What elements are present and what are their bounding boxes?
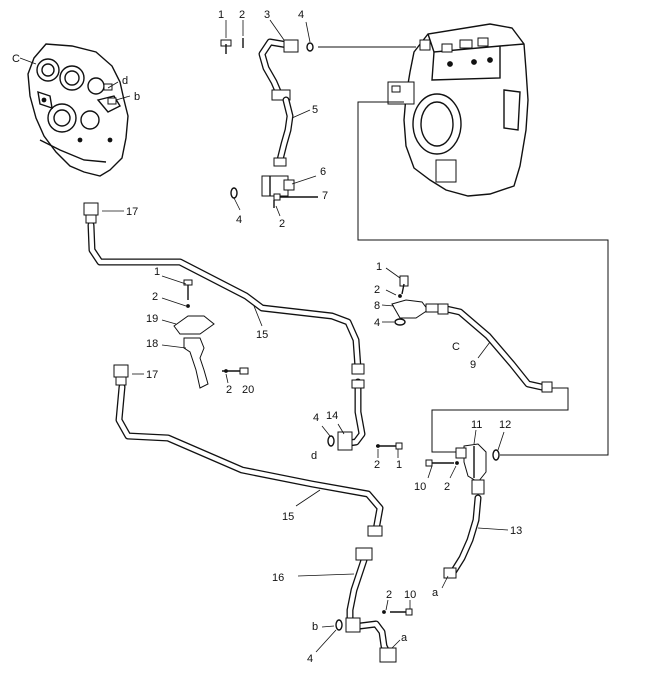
callout-17-b: 17 (146, 369, 158, 381)
callout-16: 16 (272, 572, 284, 584)
callout-2-valve: 2 (444, 481, 450, 493)
washer-2-right (398, 294, 402, 298)
callout-6: 6 (320, 166, 326, 178)
oring-4-right (394, 318, 406, 326)
clamp-assembly (173, 279, 215, 389)
callout-4-bottom: 4 (307, 653, 313, 665)
callout-1-left: 1 (154, 266, 160, 278)
callout-5: 5 (312, 104, 318, 116)
callout-19: 19 (146, 313, 158, 325)
callout-3: 3 (264, 9, 270, 21)
callout-11: 11 (471, 419, 482, 431)
callout-a-bottom: a (401, 632, 408, 644)
transmission-housing-right (387, 23, 529, 197)
pipe-3 (258, 38, 299, 101)
callout-13: 13 (510, 525, 522, 537)
callout-10-b: 10 (404, 589, 416, 601)
valve-11 (455, 443, 487, 495)
flange-8 (391, 299, 439, 319)
callout-4-right: 4 (374, 317, 380, 329)
callout-2-bottom: 2 (386, 589, 392, 601)
bolt-1-top (220, 39, 232, 54)
callout-2-right: 2 (374, 284, 380, 296)
callout-2-top: 2 (239, 9, 245, 21)
callout-d-lower: d (311, 450, 317, 462)
route-line-tube9 (431, 387, 569, 453)
transmission-housing-left (27, 43, 129, 177)
callout-1-right: 1 (376, 261, 382, 273)
callout-18: 18 (146, 338, 158, 350)
callout-1-top: 1 (218, 9, 224, 21)
callout-9: 9 (470, 359, 476, 371)
washer-2-bottom (382, 610, 386, 614)
callout-8: 8 (374, 300, 380, 312)
callout-12: 12 (499, 419, 511, 431)
callout-2-lower: 2 (374, 459, 380, 471)
callout-20: 20 (242, 384, 254, 396)
oring-4-mid (230, 187, 238, 199)
tube-9 (437, 303, 553, 393)
callout-C-top: C (12, 53, 20, 65)
pipe-15-lower (113, 364, 384, 537)
oring-4-bottom (335, 619, 343, 631)
callout-b-bottom: b (312, 621, 318, 633)
callout-17-a: 17 (126, 206, 138, 218)
callout-C-right: C (452, 341, 460, 353)
callout-10-a: 10 (414, 481, 426, 493)
pipe-15-upper (83, 202, 365, 375)
oring-4-lower (327, 435, 335, 447)
callout-4-top: 4 (298, 9, 304, 21)
callout-2-bracket: 2 (226, 384, 232, 396)
callout-2-left: 2 (152, 291, 158, 303)
hose-5 (273, 96, 294, 167)
oring-4-top (306, 42, 314, 52)
callout-d-top: d (122, 75, 128, 87)
oring-12 (492, 449, 500, 461)
valve-block-6 (261, 175, 295, 197)
callout-1-lower: 1 (396, 459, 402, 471)
hose-13 (443, 494, 482, 579)
callout-a-13: a (432, 587, 439, 599)
route-line-right-housing (357, 101, 609, 456)
pipe-16 (345, 547, 397, 663)
callout-b-top: b (134, 91, 140, 103)
tube-14 (337, 378, 366, 451)
callout-15-b: 15 (282, 511, 294, 523)
bolt-1-right (399, 275, 409, 295)
callout-4-mid: 4 (236, 214, 242, 226)
callout-14: 14 (326, 410, 338, 422)
callout-15-a: 15 (256, 329, 268, 341)
callout-2-mid: 2 (279, 218, 285, 230)
callout-4-lower: 4 (313, 412, 319, 424)
callout-7: 7 (322, 190, 328, 202)
